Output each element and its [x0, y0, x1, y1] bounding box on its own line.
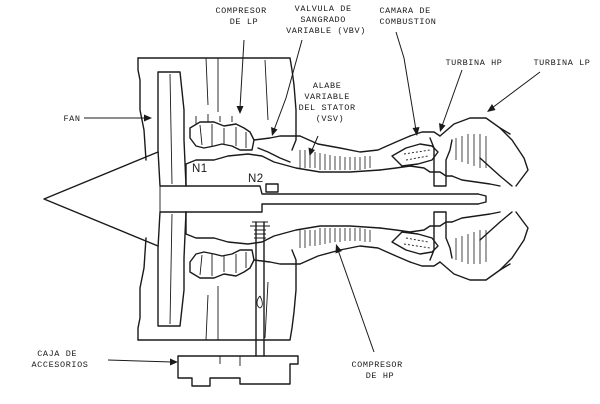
label-turbina-hp: TURBINA HP — [445, 58, 502, 68]
combustor-lower — [379, 221, 453, 233]
fan-blade-upper — [157, 71, 187, 187]
lp-turbine-casing-lower — [439, 261, 511, 281]
hp-turbine-upper — [429, 137, 453, 187]
hp-turbine-lower — [429, 211, 453, 261]
lp-turbine-blades-upper — [455, 134, 487, 168]
fan-casing-lower — [137, 249, 297, 341]
vbv-door — [257, 147, 291, 163]
label-fan: FAN — [63, 114, 80, 124]
label-compresor-lp: COMPRESOR DE LP — [215, 6, 272, 27]
hp-compressor-blades-lower — [299, 228, 371, 248]
core-casing-lower — [185, 211, 381, 245]
compresor-lp-leader — [239, 39, 245, 109]
vsv-leader — [311, 135, 319, 151]
label-n2: N2 — [248, 173, 264, 185]
hp-compressor-blades-upper — [299, 150, 371, 170]
core-casing-upper — [185, 153, 381, 187]
combustion-chamber-lower — [391, 231, 439, 255]
caja-leader — [107, 359, 173, 363]
spinner-cone — [43, 151, 159, 247]
label-valvula-vbv: VALVULA DE SANGRADO VARIABLE (VBV) — [286, 4, 366, 36]
vbv-leader — [273, 39, 303, 131]
fan-casing-upper — [137, 57, 297, 151]
fan-blade-lower — [157, 211, 187, 327]
compresor-hp-leader — [337, 249, 375, 353]
turbina-hp-leader — [441, 69, 463, 127]
lp-shaft-lower — [185, 203, 479, 213]
lp-turbine-blades-lower — [455, 230, 487, 264]
label-turbina-lp: TURBINA LP — [533, 58, 590, 68]
combustor-upper — [379, 165, 453, 177]
label-n1: N1 — [192, 163, 208, 175]
turbina-lp-leader — [491, 71, 541, 109]
label-camara: CAMARA DE COMBUSTION — [379, 6, 436, 27]
lp-compressor-lower — [189, 249, 255, 279]
lp-shaft-upper — [185, 185, 479, 195]
label-caja: CAJA DE ACCESORIOS — [31, 349, 88, 370]
combustion-chamber-upper — [391, 143, 439, 167]
camara-leader — [395, 31, 417, 131]
radial-drive-shaft — [255, 221, 265, 357]
label-alabe-vsv: ALABE VARIABLE DEL STATOR (VSV) — [299, 81, 362, 124]
label-compresor-hp: COMPRESOR DE HP — [351, 360, 408, 381]
lp-compressor-upper — [189, 121, 255, 151]
lp-turbine-casing-upper — [439, 117, 511, 137]
accessory-gearbox — [177, 355, 299, 387]
